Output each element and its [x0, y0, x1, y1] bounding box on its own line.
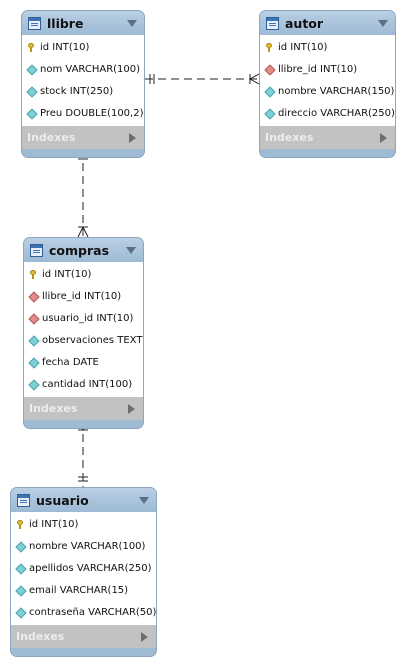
- indexes-label: Indexes: [29, 402, 78, 415]
- column-label: llibre_id INT(10): [42, 290, 122, 302]
- table-usuario[interactable]: usuario id INT(10) nombre VARCHAR(100) a…: [10, 487, 157, 657]
- column-label: direccio VARCHAR(250): [278, 107, 395, 119]
- column-diamond-icon: [29, 380, 38, 389]
- column-label: id INT(10): [42, 268, 92, 280]
- column-label: contraseña VARCHAR(50): [29, 606, 157, 618]
- column-row[interactable]: contraseña VARCHAR(50): [11, 601, 156, 623]
- column-label: id INT(10): [40, 41, 90, 53]
- column-diamond-icon: [29, 358, 38, 367]
- column-diamond-icon: [16, 542, 25, 551]
- table-compras[interactable]: compras id INT(10) llibre_id INT(10) usu…: [23, 237, 144, 429]
- foreign-key-diamond-icon: [29, 292, 38, 301]
- column-row[interactable]: nom VARCHAR(100): [22, 58, 144, 80]
- foreign-key-diamond-icon: [29, 314, 38, 323]
- column-diamond-icon: [27, 109, 36, 118]
- column-label: llibre_id INT(10): [278, 63, 358, 75]
- column-label: nombre VARCHAR(150): [278, 85, 395, 97]
- column-label: stock INT(250): [40, 85, 114, 97]
- column-diamond-icon: [265, 109, 274, 118]
- table-name: usuario: [36, 492, 89, 508]
- expand-arrow-icon[interactable]: [141, 631, 148, 642]
- column-list: id INT(10) llibre_id INT(10) usuario_id …: [24, 262, 143, 397]
- column-label: usuario_id INT(10): [42, 312, 134, 324]
- relationship-llibre-compras: [77, 150, 89, 238]
- column-label: id INT(10): [29, 518, 79, 530]
- primary-key-icon: [16, 519, 25, 529]
- column-diamond-icon: [16, 564, 25, 573]
- foreign-key-diamond-icon: [265, 65, 274, 74]
- column-label: email VARCHAR(15): [29, 584, 129, 596]
- column-row[interactable]: id INT(10): [260, 36, 395, 58]
- indexes-section[interactable]: Indexes: [11, 625, 156, 656]
- table-name: compras: [49, 242, 110, 258]
- table-llibre[interactable]: llibre id INT(10) nom VARCHAR(100) stock…: [21, 10, 145, 158]
- table-icon: [30, 243, 43, 257]
- primary-key-icon: [27, 42, 36, 52]
- expand-arrow-icon[interactable]: [380, 132, 387, 143]
- column-label: Preu DOUBLE(100,2): [40, 107, 144, 119]
- column-label: observaciones TEXT: [42, 334, 143, 346]
- column-list: id INT(10) nombre VARCHAR(100) apellidos…: [11, 512, 156, 625]
- column-row[interactable]: Preu DOUBLE(100,2): [22, 102, 144, 124]
- table-header[interactable]: usuario: [11, 488, 156, 512]
- column-diamond-icon: [27, 65, 36, 74]
- column-diamond-icon: [29, 336, 38, 345]
- column-label: cantidad INT(100): [42, 378, 133, 390]
- column-row[interactable]: nombre VARCHAR(100): [11, 535, 156, 557]
- primary-key-icon: [29, 269, 38, 279]
- table-header[interactable]: compras: [24, 238, 143, 262]
- column-label: nom VARCHAR(100): [40, 63, 141, 75]
- column-row[interactable]: direccio VARCHAR(250): [260, 102, 395, 124]
- indexes-section[interactable]: Indexes: [260, 126, 395, 157]
- column-row[interactable]: id INT(10): [22, 36, 144, 58]
- expand-arrow-icon[interactable]: [128, 403, 135, 414]
- column-row[interactable]: cantidad INT(100): [24, 373, 143, 395]
- column-diamond-icon: [27, 87, 36, 96]
- column-row[interactable]: stock INT(250): [22, 80, 144, 102]
- collapse-caret-icon[interactable]: [127, 19, 137, 27]
- relationship-llibre-autor: [145, 73, 260, 85]
- column-row[interactable]: fecha DATE: [24, 351, 143, 373]
- table-icon: [266, 16, 279, 30]
- column-diamond-icon: [16, 608, 25, 617]
- table-autor[interactable]: autor id INT(10) llibre_id INT(10) nombr…: [259, 10, 396, 158]
- collapse-caret-icon[interactable]: [378, 19, 388, 27]
- column-label: apellidos VARCHAR(250): [29, 562, 152, 574]
- column-list: id INT(10) nom VARCHAR(100) stock INT(25…: [22, 35, 144, 126]
- primary-key-icon: [265, 42, 274, 52]
- column-row[interactable]: observaciones TEXT: [24, 329, 143, 351]
- column-label: fecha DATE: [42, 356, 99, 368]
- column-list: id INT(10) llibre_id INT(10) nombre VARC…: [260, 35, 395, 126]
- table-header[interactable]: llibre: [22, 11, 144, 35]
- table-icon: [28, 16, 41, 30]
- indexes-section[interactable]: Indexes: [24, 397, 143, 428]
- expand-arrow-icon[interactable]: [129, 132, 136, 143]
- column-row[interactable]: llibre_id INT(10): [24, 285, 143, 307]
- indexes-label: Indexes: [16, 630, 65, 643]
- table-icon: [17, 493, 30, 507]
- column-row[interactable]: id INT(10): [24, 263, 143, 285]
- relationship-usuario-compras: [77, 420, 89, 487]
- column-row[interactable]: nombre VARCHAR(150): [260, 80, 395, 102]
- table-header[interactable]: autor: [260, 11, 395, 35]
- table-name: llibre: [47, 15, 84, 31]
- indexes-label: Indexes: [265, 131, 314, 144]
- column-row[interactable]: email VARCHAR(15): [11, 579, 156, 601]
- column-row[interactable]: apellidos VARCHAR(250): [11, 557, 156, 579]
- column-label: nombre VARCHAR(100): [29, 540, 146, 552]
- collapse-caret-icon[interactable]: [126, 246, 136, 254]
- indexes-section[interactable]: Indexes: [22, 126, 144, 157]
- column-diamond-icon: [16, 586, 25, 595]
- table-name: autor: [285, 15, 324, 31]
- collapse-caret-icon[interactable]: [139, 496, 149, 504]
- column-label: id INT(10): [278, 41, 328, 53]
- column-row[interactable]: llibre_id INT(10): [260, 58, 395, 80]
- column-row[interactable]: usuario_id INT(10): [24, 307, 143, 329]
- column-diamond-icon: [265, 87, 274, 96]
- indexes-label: Indexes: [27, 131, 76, 144]
- column-row[interactable]: id INT(10): [11, 513, 156, 535]
